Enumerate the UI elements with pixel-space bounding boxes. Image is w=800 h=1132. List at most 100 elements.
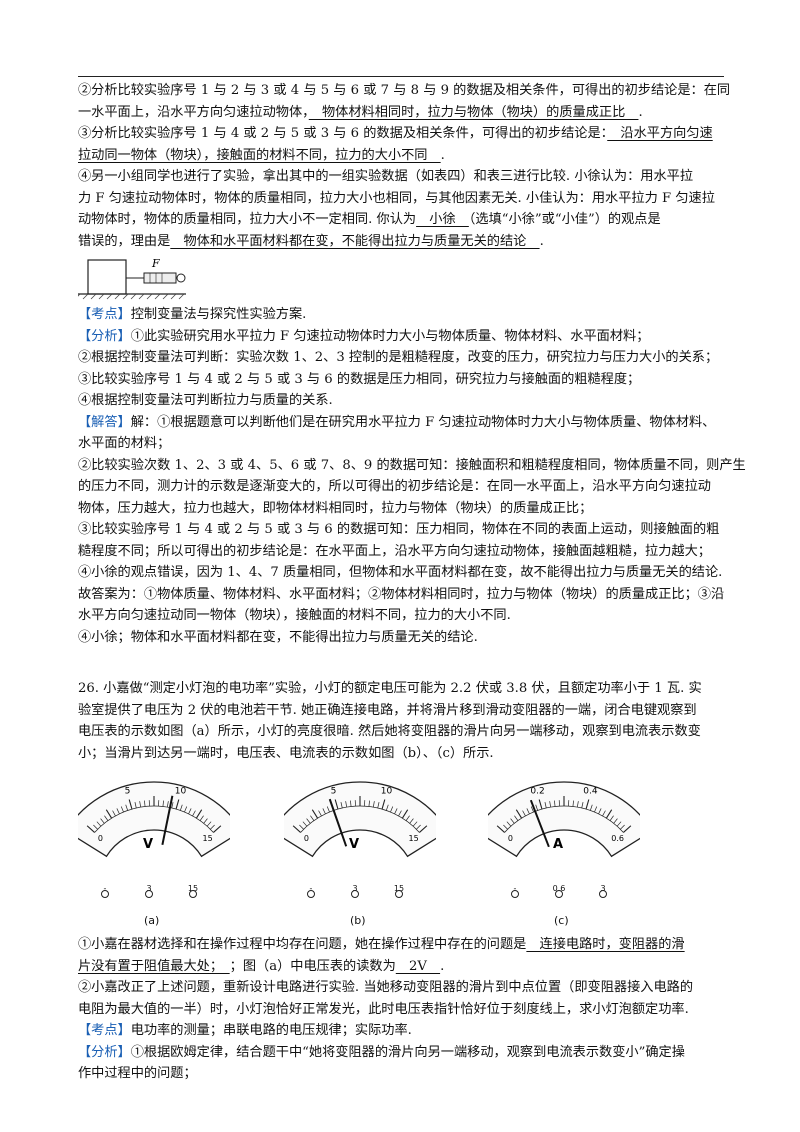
text-line: 【解答】解：①根据题意可以判断他们是在研究用水平拉力 F 匀速拉动物体时力大小与… — [78, 412, 728, 434]
text-line: 【分析】①此实验研究用水平拉力 F 匀速拉动物体时力大小与物体质量、物体材料、水… — [78, 326, 728, 348]
scale-tick — [112, 810, 116, 817]
scale-tick — [128, 799, 133, 810]
scale-tick — [96, 821, 102, 827]
answer-blank: 2V — [395, 958, 441, 974]
meter-unit-letter: V — [143, 837, 153, 852]
terminal-post — [101, 890, 109, 898]
section-tag: 【考点】 — [78, 1023, 131, 1038]
text-line: 糙程度不同；所以可得出的初步结论是：在水平面上，沿水平方向匀速拉动物体，接触面越… — [78, 541, 728, 563]
scale-tick — [620, 824, 625, 830]
scale-tick — [419, 825, 428, 833]
text-run: 验室提供了电压为 2 伏的电池若干节. 她正确连接电路，并将滑片移到滑动变阻器的… — [78, 702, 697, 718]
terminal-post — [189, 890, 197, 898]
scale-tick — [572, 800, 574, 807]
text-run: 电功率的测量；串联电路的电压规律；实际功率. — [130, 1023, 412, 1038]
scale-tick — [623, 825, 632, 833]
terminal-label: 3 — [600, 884, 606, 893]
text-line: 验室提供了电压为 2 伏的电池若干节. 她正确连接电路，并将滑片移到滑动变阻器的… — [78, 700, 728, 722]
scale-tick — [184, 806, 188, 813]
text-run: 故答案为：①物体质量、物体材料、水平面材料；②物体材料相同时，拉力与物体（物块）… — [78, 586, 725, 602]
text-run: ；图（a）中电压表的读数为 — [229, 958, 396, 974]
scale-tick — [503, 824, 508, 830]
terminal-label: 15 — [393, 884, 405, 893]
text-run: ④另一小组同学也进行了实验，拿出其中的一组实验数据（如表四）和表三进行比较. 小… — [78, 169, 694, 184]
meter-needle — [328, 798, 348, 847]
text-line: ②根据控制变量法可判断：实验次数 1、2、3 控制的是粗糙程度，改变的压力，研究… — [78, 347, 728, 369]
scale-tick — [372, 801, 375, 808]
text-run: 力 F 匀速拉动物体时，物体的质量相同，拉力大小也相同，与其他因素无关. 小佳认… — [78, 190, 715, 206]
text-run: . — [440, 147, 445, 163]
text-run: ②小嘉改正了上述问题，重新设计电路进行实验. 当她移动变阻器的滑片到中点位置（即… — [78, 980, 694, 995]
text-run: 的压力不同，测力计的示数是逐渐变大的，所以可得出的初步结论是：在同一水平面上，沿… — [78, 479, 711, 494]
text-run: ②分析比较实验序号 1 与 2 与 3 或 4 与 5 与 6 或 7 与 8 … — [78, 83, 731, 98]
text-run: . — [539, 233, 544, 249]
text-run: ③比较实验序号 1 与 4 或 2 与 5 或 3 与 6 的数据可知：压力相同… — [78, 522, 720, 537]
text-run: 解：①根据题意可以判断他们是在研究用水平拉力 F 匀速拉动物体时力大小与物体质量… — [130, 414, 716, 430]
scale-tick — [350, 800, 352, 807]
text-run: ③分析比较实验序号 1 与 4 或 2 与 5 或 3 与 6 的数据及相关条件… — [78, 126, 608, 141]
scale-tick — [538, 799, 543, 810]
scale-tick — [199, 815, 204, 821]
text-line: ④小徐；物体和水平面材料都在变，不能得出拉力与质量无关的结论. — [78, 627, 728, 649]
scale-tick — [412, 821, 418, 827]
scale-tick — [318, 810, 322, 817]
scale-tick — [609, 815, 614, 821]
text-line: ②小嘉改正了上述问题，重新设计电路进行实验. 当她移动变阻器的滑片到中点位置（即… — [78, 977, 728, 999]
text-line: 水平面的材料； — [78, 433, 728, 455]
text-run: 小；当滑片到达另一端时，电压表、电流表的示数如图（b）、（c）所示. — [78, 745, 494, 761]
scale-tick — [213, 825, 222, 833]
section-tag: 【分析】 — [78, 328, 131, 344]
section-conclusions: ②分析比较实验序号 1 与 2 与 3 或 4 与 5 与 6 或 7 与 8 … — [78, 80, 731, 252]
scale-tick — [166, 801, 169, 808]
text-line: 26. 小嘉做“测定小灯泡的电功率”实验，小灯的额定电压可能为 2.2 伏或 3… — [78, 678, 728, 700]
text-run: ④根据控制变量法可判断拉力与质量的关系. — [78, 393, 333, 408]
scale-tick — [105, 809, 113, 819]
question-26-answer: ①小嘉在器材选择和在操作过程中均存在问题，她在操作过程中存在的问题是 连接电路时… — [78, 934, 728, 1085]
text-line: ④另一小组同学也进行了实验，拿出其中的一组实验数据（如表四）和表三进行比较. 小… — [78, 166, 728, 188]
scale-label: 0 — [508, 834, 513, 843]
question-26-stem: 26. 小嘉做“测定小灯泡的电功率”实验，小灯的额定电压可能为 2.2 伏或 3… — [78, 678, 728, 764]
scale-label: 15 — [409, 834, 419, 843]
scale-tick — [549, 801, 552, 808]
text-line: 的压力不同，测力计的示数是逐渐变大的，所以可得出的初步结论是：在同一水平面上，沿… — [78, 476, 728, 498]
terminal-label: 3 — [352, 884, 358, 893]
text-run: ①小嘉在器材选择和在操作过程中均存在问题，她在操作过程中存在的问题是 — [78, 937, 527, 952]
text-run: ②根据控制变量法可判断：实验次数 1、2、3 控制的是粗糙程度，改变的压力，研究… — [78, 350, 719, 365]
text-run: 错误的，理由是 — [78, 233, 171, 249]
scale-tick — [210, 824, 215, 830]
scale-tick — [144, 800, 146, 807]
text-run: 糙程度不同；所以可得出的初步结论是：在水平面上，沿水平方向匀速拉动物体，接触面越… — [78, 543, 711, 559]
scale-arc — [94, 805, 214, 833]
text-run: . — [440, 958, 445, 974]
scale-tick — [381, 799, 386, 810]
scale-tick — [594, 806, 598, 813]
text-line: 片没有置于阻值最大处； ；图（a）中电压表的读数为 2V . — [78, 956, 728, 978]
text-line: ④小徐的观点错误，因为 1、4、7 质量相同，但物体和水平面材料都在变，故不能得… — [78, 562, 728, 584]
section-tag: 【分析】 — [78, 1044, 131, 1060]
terminal-label: - — [513, 884, 517, 893]
scale-tick — [299, 824, 304, 830]
scale-tick — [93, 824, 98, 830]
scale-tick — [398, 810, 402, 817]
top-rule — [78, 76, 724, 77]
scale-label: 0.6 — [611, 834, 624, 843]
terminal-label: 0.6 — [552, 884, 566, 893]
scale-tick — [510, 818, 515, 824]
answer-blank: 物体和水平面材料都在变，不能得出拉力与质量无关的结论 — [170, 233, 540, 249]
block-spring-scale-diagram: F — [74, 257, 186, 300]
text-run: 作中过程中的问题； — [78, 1066, 197, 1081]
scale-tick — [311, 809, 319, 819]
scale-tick — [175, 799, 180, 810]
meter-needle — [529, 799, 550, 848]
text-run: . — [638, 104, 643, 120]
scale-label: 0 — [98, 834, 103, 843]
scale-tick — [416, 824, 421, 830]
terminal-post — [307, 890, 315, 898]
meter-caption: (a) — [144, 914, 160, 927]
scale-tick — [496, 825, 505, 833]
scale-tick — [544, 802, 547, 809]
